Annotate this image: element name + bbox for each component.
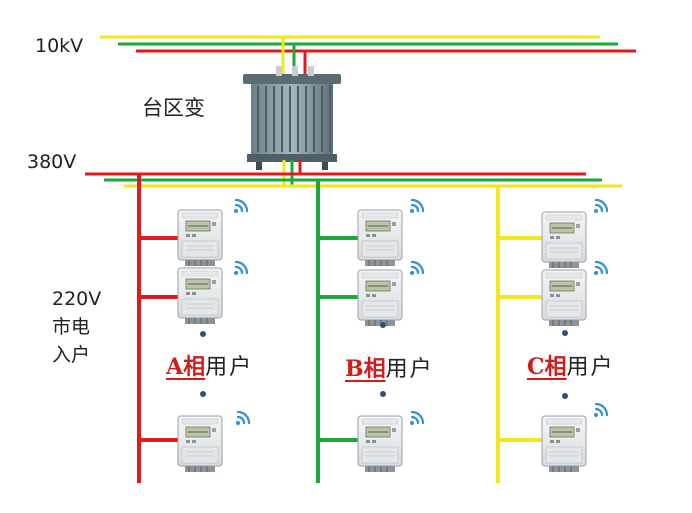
wifi-signal-icon <box>592 198 609 215</box>
lv-bus-label: 380V <box>27 151 77 173</box>
wifi-signal-icon <box>234 410 251 427</box>
smart-meter-icon <box>357 415 403 473</box>
wifi-signal-icon <box>408 198 425 215</box>
phase-c-users-label: C相用户 <box>527 356 615 379</box>
wifi-signal-icon <box>592 260 609 277</box>
smart-meter-icon <box>541 211 587 269</box>
transformer-icon <box>243 66 341 170</box>
wifi-signal-icon <box>592 402 609 419</box>
ellipsis-dots <box>200 322 568 399</box>
hv-bus-label: 10kV <box>35 35 84 57</box>
wifi-signal-icon <box>408 410 425 427</box>
household-label-line1: 220V <box>52 288 102 310</box>
phase-b-suffix: 用户 <box>385 357 434 382</box>
smart-meter-icon <box>357 209 403 267</box>
wifi-signal-icon <box>232 198 249 215</box>
wifi-signal-icon <box>232 260 249 277</box>
phase-b-users-label: B相用户 <box>345 358 434 381</box>
phase-a-suffix: 用户 <box>205 355 254 380</box>
smart-meter-icon <box>357 269 403 327</box>
phase-c-name: C相 <box>527 354 567 380</box>
phase-b-name: B相 <box>345 356 386 382</box>
smart-meter-icon <box>177 415 223 473</box>
smart-meter-icon <box>541 269 587 327</box>
phase-c-suffix: 用户 <box>566 355 615 380</box>
transformer-label: 台区变 <box>142 96 205 120</box>
smart-meter-icon <box>177 209 223 267</box>
household-label-line3: 入户 <box>52 344 91 366</box>
phase-a-name: A相 <box>166 354 206 380</box>
wifi-signal-icon <box>408 260 425 277</box>
smart-meter-icon <box>541 415 587 473</box>
phase-a-users-label: A相用户 <box>166 356 253 379</box>
household-label-line2: 市电 <box>52 316 91 338</box>
smart-meter-icon <box>177 267 223 325</box>
